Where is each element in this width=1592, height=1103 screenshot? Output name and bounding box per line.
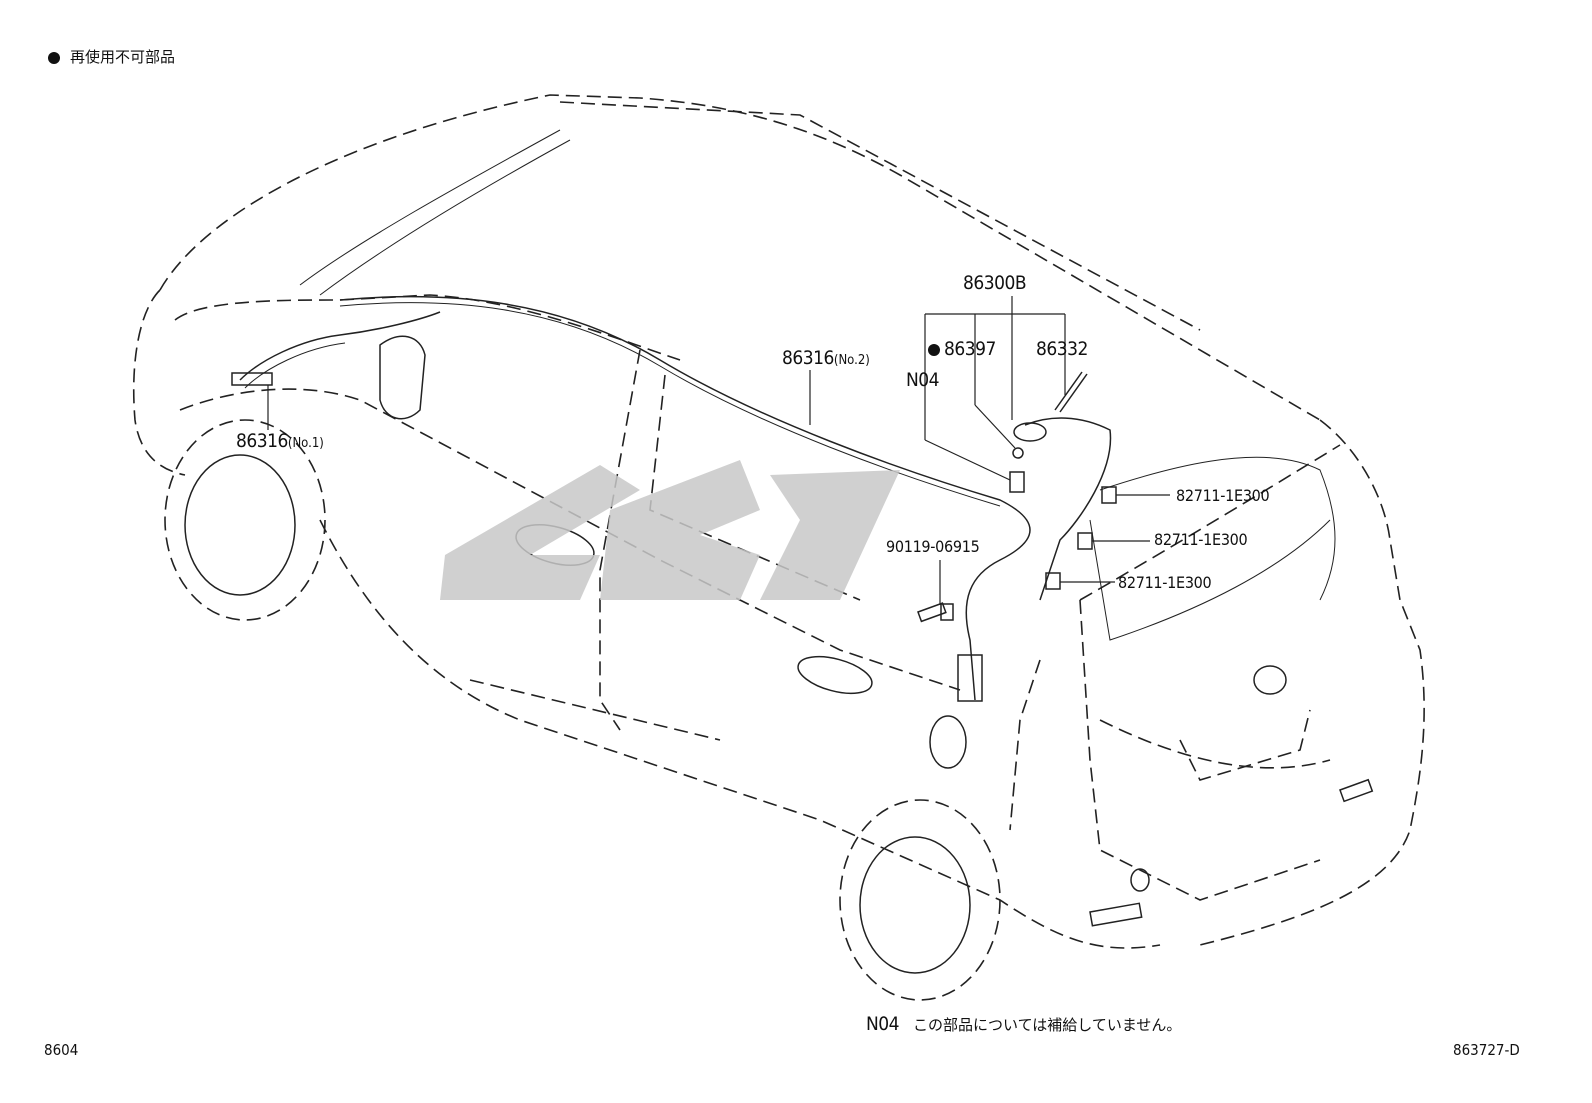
rear-wheel bbox=[839, 799, 1001, 1001]
clip-82711-c bbox=[1045, 572, 1061, 590]
part-label-82711-a: 82711-1E300 bbox=[1176, 486, 1270, 505]
part-number: 86397 bbox=[944, 338, 996, 360]
clip-82711-a bbox=[1101, 486, 1117, 504]
part-label-86332: 86332 bbox=[1036, 338, 1088, 360]
non-reusable-bullet-icon bbox=[48, 51, 60, 64]
car-outline bbox=[132, 94, 1425, 949]
part-label-90119-06915: 90119-06915 bbox=[886, 537, 980, 556]
part-suffix: (No.1) bbox=[287, 436, 324, 451]
figure-number-left: 8604 bbox=[44, 1041, 79, 1059]
part-label-86316-no1: 86316(No.1) bbox=[236, 430, 324, 452]
figure-number-right: 863727-D bbox=[1453, 1041, 1520, 1059]
part-label-n04: N04 bbox=[906, 369, 940, 391]
watermark-logo bbox=[440, 460, 900, 600]
legend: 再使用不可部品 bbox=[48, 46, 175, 67]
legend-text: 再使用不可部品 bbox=[70, 48, 176, 66]
part-suffix: (No.2) bbox=[833, 353, 870, 368]
front-wheel bbox=[164, 419, 326, 621]
part-label-82711-c: 82711-1E300 bbox=[1118, 573, 1212, 592]
body-details bbox=[379, 335, 1374, 927]
antenna-assembly bbox=[1009, 371, 1112, 601]
part-number: 86316 bbox=[236, 430, 288, 452]
leader-lines bbox=[267, 296, 1170, 605]
part-label-86397: 86397 bbox=[928, 338, 996, 360]
part-label-86300b: 86300B bbox=[963, 272, 1027, 294]
non-reusable-bullet-icon bbox=[928, 343, 940, 356]
antenna-cord-no1 bbox=[231, 311, 441, 389]
footnote: N04 この部品については補給していません。 bbox=[866, 1013, 1181, 1035]
part-label-86316-no2: 86316(No.2) bbox=[782, 347, 870, 369]
clip-82711-b bbox=[1077, 532, 1093, 550]
footnote-code: N04 bbox=[866, 1013, 900, 1035]
bolt-90119 bbox=[917, 602, 954, 623]
part-label-82711-b: 82711-1E300 bbox=[1154, 530, 1248, 549]
footnote-text: この部品については補給していません。 bbox=[913, 1016, 1182, 1034]
part-number: 86316 bbox=[782, 347, 834, 369]
